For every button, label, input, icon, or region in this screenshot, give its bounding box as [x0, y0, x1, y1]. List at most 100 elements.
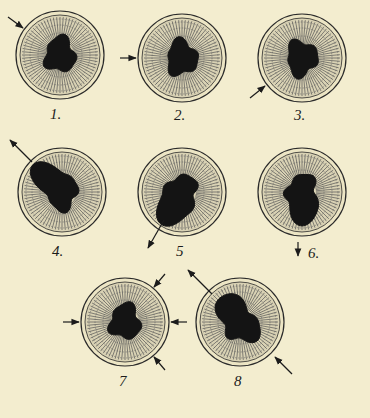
direction-arrow [171, 321, 187, 322]
direction-arrow [10, 140, 32, 162]
radial-striation [72, 36, 93, 48]
figure-number: 1. [50, 107, 61, 122]
nucleus [168, 37, 199, 77]
radial-striation [312, 68, 329, 85]
cell-wall [138, 14, 226, 102]
radial-striation [269, 199, 290, 211]
radial-striation [207, 329, 228, 341]
cell-wall [16, 11, 104, 99]
figure-number: 7 [119, 374, 127, 389]
direction-arrow [188, 270, 212, 294]
radial-striation [22, 55, 46, 56]
radial-striation [313, 67, 331, 82]
radial-striation [70, 28, 87, 45]
figure-number: 3. [294, 108, 305, 123]
radial-striation [135, 332, 152, 349]
cell-figure [258, 148, 346, 256]
cell-membrane [20, 15, 100, 95]
cell-membrane [262, 18, 342, 98]
radial-striation [69, 26, 84, 44]
radial-striation [193, 201, 211, 216]
direction-arrow [154, 357, 165, 370]
radial-striation [40, 203, 54, 223]
radial-striation [139, 322, 163, 323]
radial-striation [252, 303, 273, 315]
direction-arrow [250, 86, 265, 98]
cell-figure [250, 14, 346, 102]
radial-striation [273, 168, 291, 183]
nucleus [30, 162, 79, 213]
radial-striation [191, 29, 206, 47]
radial-striation [163, 159, 175, 180]
radial-striation [144, 58, 168, 59]
radial-striation [33, 28, 50, 45]
radial-striation [35, 202, 52, 219]
radial-striation [183, 72, 185, 96]
radial-striation [278, 69, 293, 87]
radial-striation [70, 65, 87, 82]
radial-striation [135, 295, 152, 312]
cell-figure [138, 148, 226, 248]
radial-striation [74, 173, 95, 185]
radial-striation [309, 70, 321, 91]
radial-striation [134, 293, 149, 311]
direction-arrow [297, 242, 298, 256]
radial-striation [98, 295, 115, 312]
radial-striation [151, 170, 171, 184]
radial-striation [136, 330, 156, 344]
cell-membrane [262, 152, 342, 232]
nucleus [215, 294, 260, 343]
radial-striation [74, 52, 98, 54]
radial-striation [101, 333, 116, 351]
radial-striation [275, 165, 292, 182]
cell-wall [81, 278, 169, 366]
radial-striation [190, 27, 204, 47]
radial-striation [248, 291, 262, 311]
radial-striation [38, 203, 53, 221]
direction-arrow [148, 220, 164, 248]
radial-striation [73, 200, 93, 214]
radial-striation [136, 331, 154, 346]
direction-arrow [8, 17, 23, 28]
radial-striation [76, 192, 100, 193]
radial-striation [196, 58, 220, 59]
radial-striation [153, 34, 171, 49]
cell-membrane [142, 18, 222, 98]
cell-wall [138, 148, 226, 236]
nucleus [108, 302, 142, 340]
radial-striation [275, 68, 292, 85]
radial-striation [87, 323, 111, 325]
radial-striation [250, 295, 267, 312]
nucleus [288, 39, 319, 79]
radial-striation [106, 289, 118, 310]
radial-striation [137, 303, 158, 315]
radial-striation [316, 58, 340, 59]
radial-striation [155, 31, 172, 48]
figure-number: 2. [174, 108, 185, 123]
radial-striation [264, 58, 288, 59]
direction-arrow [154, 274, 165, 287]
radial-striation [71, 63, 91, 77]
radial-striation [271, 36, 291, 50]
radial-striation [196, 192, 220, 193]
figure-number: 8 [234, 374, 242, 389]
radial-striation [29, 199, 50, 211]
radial-striation [240, 336, 241, 360]
radial-striation [61, 69, 63, 93]
radial-striation [96, 298, 114, 313]
direction-arrow [120, 57, 136, 58]
nucleus [156, 174, 198, 226]
radial-striation [94, 300, 114, 314]
radial-striation [103, 333, 117, 353]
radial-striation [192, 31, 209, 48]
direction-arrow [275, 357, 292, 374]
cell-membrane [85, 282, 165, 362]
cell-figure [188, 270, 292, 374]
radial-striation [182, 72, 183, 96]
cell-figure [8, 11, 104, 99]
cell-membrane [142, 152, 222, 232]
direction-arrow [63, 321, 79, 322]
radial-striation [314, 173, 335, 185]
radial-striation [72, 202, 89, 219]
radial-striation [153, 168, 171, 183]
